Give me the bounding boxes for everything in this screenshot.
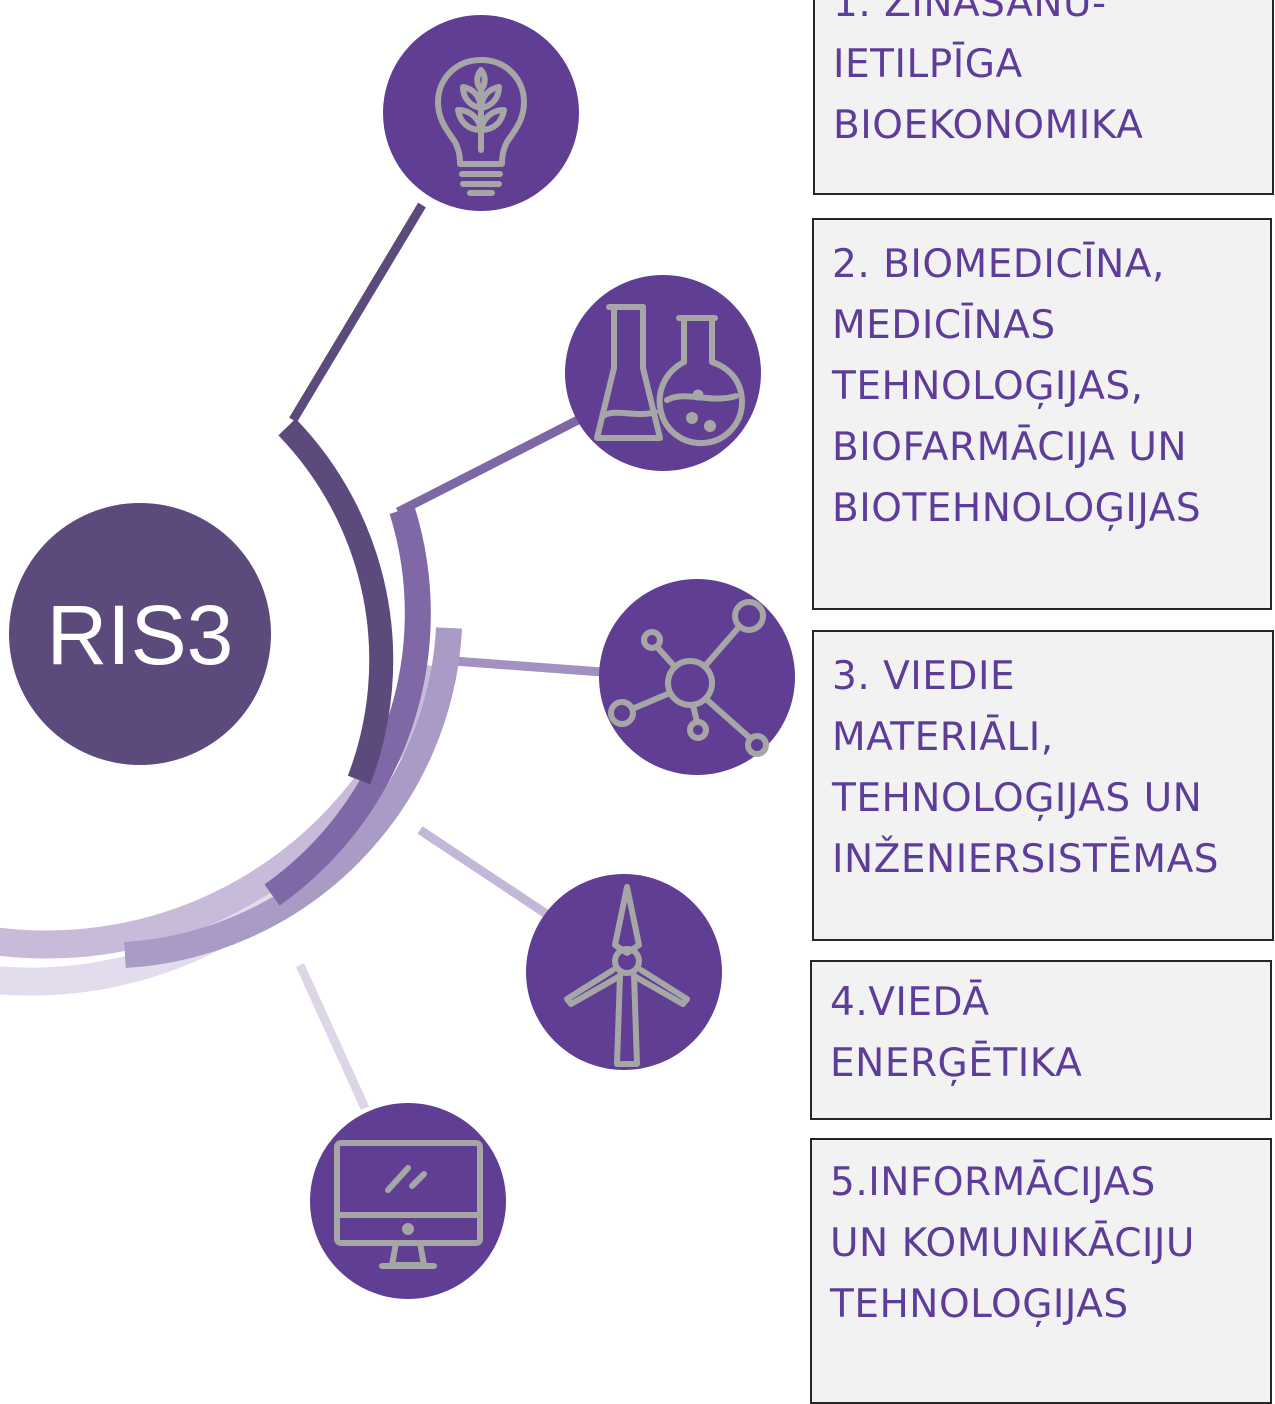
connector-line-1 xyxy=(289,202,426,423)
icon-circle-1 xyxy=(383,15,579,211)
icon-circle-5 xyxy=(310,1103,506,1299)
arc-band-3 xyxy=(124,627,462,968)
connector-line-2 xyxy=(395,415,581,517)
center-circle xyxy=(9,503,271,765)
icon-circle-4 xyxy=(526,874,722,1070)
lab-flasks-icon xyxy=(594,304,745,447)
wind-turbine-icon xyxy=(564,884,690,1067)
connector-line-4 xyxy=(417,826,551,919)
computer-monitor-icon xyxy=(334,1140,483,1269)
connector-line-3 xyxy=(439,655,603,677)
icon-circle-2 xyxy=(565,275,761,471)
connector-line-5 xyxy=(295,963,370,1110)
arc-band-2 xyxy=(264,506,431,906)
area-label-4: 4.VIEDĀ ENERĢĒTIKA xyxy=(810,960,1272,1120)
arc-band-1 xyxy=(278,418,394,785)
molecule-icon xyxy=(608,599,769,757)
lightbulb-plant-icon xyxy=(435,57,527,196)
center-label: RIS3 xyxy=(47,588,234,682)
area-label-3: 3. VIEDIE MATERIĀLI, TEHNOLOĢIJAS UN INŽ… xyxy=(812,630,1274,941)
icon-circle-3 xyxy=(599,579,795,775)
area-label-2: 2. BIOMEDICĪNA, MEDICĪNAS TEHNOLOĢIJAS, … xyxy=(812,218,1272,610)
area-label-1: 1. ZINĀŠANU- IETILPĪGA BIOEKONOMIKA xyxy=(813,0,1274,195)
area-label-5: 5.INFORMĀCIJAS UN KOMUNIKĀCIJU TEHNOLOĢI… xyxy=(810,1138,1272,1404)
